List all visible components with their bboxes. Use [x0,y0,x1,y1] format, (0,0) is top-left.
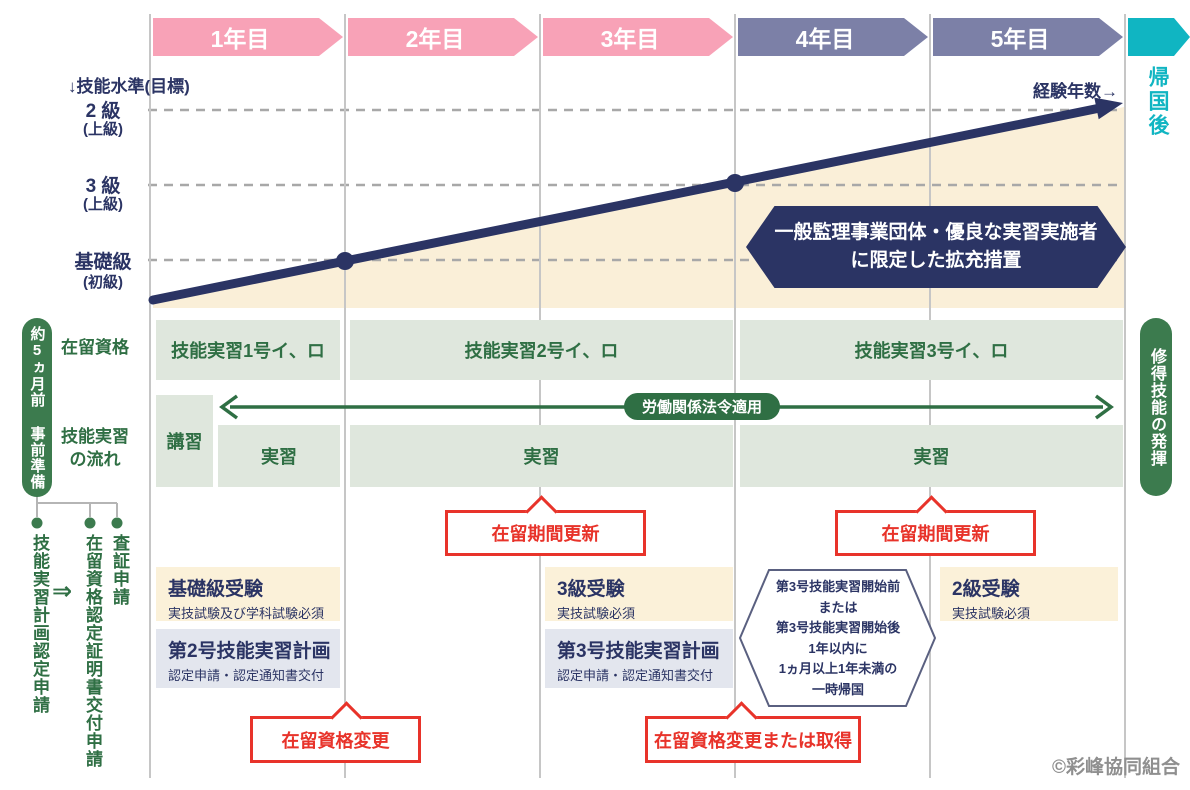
labor-law-pill: 労働関係法令適用 [624,393,780,420]
plan-box-no2-title: 第2号技能実習計画 [168,641,331,662]
temporary-return-note-line5: 1ヵ月以上1年未満の [778,661,898,677]
level-grade2-rank: (上級) [83,121,123,138]
level-grade2-label: 2 級 [85,101,121,122]
milestone-dot-basic [336,252,354,270]
pre-process-bullet-2 [84,517,96,529]
status-change-label-2: 在留資格変更または取得 [654,730,852,751]
exam-box-basic-title: 基礎級受験 [168,579,264,600]
level-basic-rank: (初級) [83,274,123,291]
flow-box-training1: 実習 [218,425,340,487]
flow-box-lecture: 講習 [156,395,213,487]
pre-process-connector [36,493,118,517]
year-band-2-label: 2年目 [405,26,465,52]
period-renewal-callout-1: 在留期間更新 [445,495,646,556]
status-change-callout-1: 在留資格変更 [250,701,421,763]
exam-box-grade2: 2級受験 実技試験必須 [940,567,1118,621]
preparation-pill: 約5ヵ月前 事前準備 [22,318,52,497]
milestone-dot-grade3 [726,174,744,192]
period-renewal-label-2: 在留期間更新 [881,524,990,544]
training-flow-row-label-line1: 技能実習 [61,427,129,446]
expansion-measure-callout: 一般監理事業団体・優良な実習実施者 に限定した拡充措置 [746,206,1126,288]
pre-process-step-visa-application: 査証申請 [110,534,129,606]
skill-use-pill-label: 修得技能の発揮 [1148,347,1165,467]
residence-status-row-label: 在留資格 [61,338,129,357]
after-return-label: 帰国後 [1146,66,1169,138]
skill-axis-title: ↓技能水準(目標) [68,77,190,96]
level-grade3-label: 3 級 [85,176,121,197]
pre-process-arrow-icon: ⇒ [52,578,73,605]
year-band-4: 4年目 [738,18,928,56]
temporary-return-note: 第3号技能実習開始前 または 第3号技能実習開始後 1年以内に 1ヵ月以上1年未… [745,577,931,700]
pre-process-step-plan-application: 技能実習計画認定申請 [30,534,49,714]
temporary-return-note-line2: または [818,599,858,615]
plan-box-no3: 第3号技能実習計画 認定申請・認定通知書交付 [545,629,733,688]
year-band-4-label: 4年目 [795,26,855,52]
pre-process-bullet-3 [111,517,123,529]
period-renewal-label-1: 在留期間更新 [491,524,600,544]
status-box-no1: 技能実習1号イ、ロ [156,320,340,380]
year-band-1-label: 1年目 [210,26,270,52]
skill-progress-line [148,103,1105,305]
experience-axis-label: 経験年数→ [1033,82,1118,101]
exam-box-grade2-title: 2級受験 [952,579,1020,600]
exam-box-grade2-sub: 実技試験必須 [952,606,1031,621]
status-change-callout-2: 在留資格変更または取得 [645,701,861,763]
level-basic-label: 基礎級 [74,252,132,273]
plan-box-no2-sub: 認定申請・認定通知書交付 [168,668,325,683]
exam-box-grade3-sub: 実技試験必須 [557,606,636,621]
training-flow-row-label: 技能実習 の流れ [45,426,145,472]
status-box-no2: 技能実習2号イ、ロ [350,320,733,380]
plan-box-no3-sub: 認定申請・認定通知書交付 [557,668,714,683]
exam-box-grade3-title: 3級受験 [557,579,625,600]
pre-process-step-certificate-application: 在留資格認定証明書交付申請 [83,534,102,768]
training-flow-row-label-line2: の流れ [69,449,121,469]
year-band-5: 5年目 [933,18,1123,56]
copyright-credit: ©彩峰協同組合 [1052,757,1180,778]
skill-use-pill: 修得技能の発揮 [1140,318,1172,496]
period-renewal-callout-2: 在留期間更新 [835,495,1036,556]
year-band-1: 1年目 [153,18,343,56]
temporary-return-note-line1: 第3号技能実習開始前 [775,579,901,594]
status-box-no3: 技能実習3号イ、ロ [740,320,1123,380]
plan-box-no2: 第2号技能実習計画 認定申請・認定通知書交付 [156,629,340,688]
status-change-label-1: 在留資格変更 [281,730,390,751]
level-grade3-rank: (上級) [83,196,123,213]
preparation-pill-label: 約5ヵ月前 事前準備 [28,325,46,490]
labor-law-arrowhead-right-icon [1094,394,1114,420]
temporary-return-note-line3: 第3号技能実習開始後 [775,620,901,636]
expansion-measure-line1: 一般監理事業団体・優良な実習実施者 [774,222,1098,244]
skill-progress-arrowhead-icon [1094,97,1123,120]
expansion-measure-line2: に限定した拡充措置 [850,250,1022,271]
exam-box-basic-sub: 実技試験及び学科試験必須 [168,606,325,621]
pre-process-bullet-1 [31,517,43,529]
temporary-return-note-line4: 1年以内に [808,640,868,656]
temporary-return-hexagon [738,569,937,707]
labor-law-arrowhead-left-icon [219,394,239,420]
flow-box-training2: 実習 [350,425,733,487]
exam-box-basic: 基礎級受験 実技試験及び学科試験必須 [156,567,340,621]
temporary-return-note-line6: 一時帰国 [811,681,864,697]
year-band-3-label: 3年目 [600,26,660,52]
flow-box-training3: 実習 [740,425,1123,487]
year-band-3: 3年目 [543,18,733,56]
year-band-5-label: 5年目 [990,26,1050,52]
plan-box-no3-title: 第3号技能実習計画 [557,641,720,662]
year-band-2: 2年目 [348,18,538,56]
exam-box-grade3: 3級受験 実技試験必須 [545,567,733,621]
